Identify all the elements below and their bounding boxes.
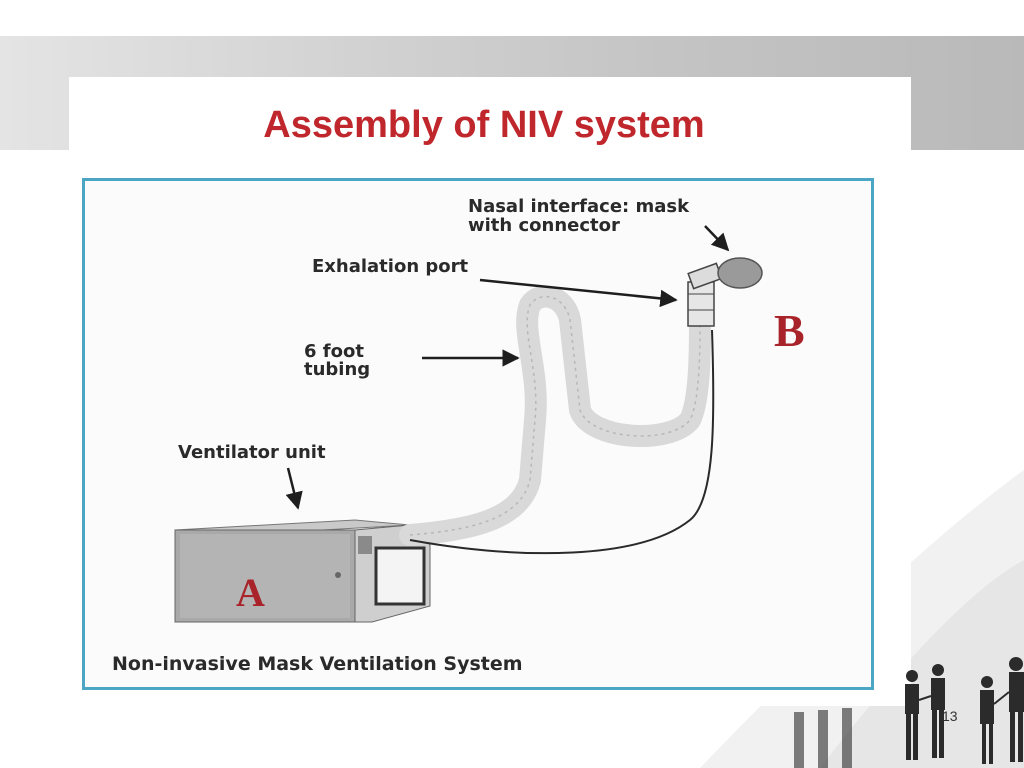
label-nasal-interface-1: Nasal interface: mask bbox=[468, 196, 690, 217]
slide-number: 13 bbox=[942, 708, 958, 724]
label-tubing-1: 6 foot bbox=[304, 341, 364, 362]
diagram-caption: Non-invasive Mask Ventilation System bbox=[112, 653, 523, 675]
label-nasal-interface-2: with connector bbox=[468, 215, 620, 236]
tubing bbox=[399, 285, 711, 546]
ventilator-unit bbox=[174, 519, 431, 623]
people-silhouettes bbox=[794, 657, 1024, 768]
pressure-line bbox=[409, 329, 715, 555]
arrow-nasal-interface bbox=[704, 225, 730, 252]
marker-a: A bbox=[236, 570, 265, 615]
marker-b: B bbox=[774, 305, 805, 356]
label-exhalation-port: Exhalation port bbox=[312, 256, 469, 277]
nasal-mask bbox=[717, 257, 763, 289]
arrow-exhalation-port bbox=[479, 278, 678, 308]
label-ventilator-unit: Ventilator unit bbox=[178, 442, 326, 463]
slide-title: Assembly of NIV system bbox=[263, 104, 705, 146]
mask-connector bbox=[687, 262, 723, 327]
arrow-ventilator-unit bbox=[285, 467, 303, 510]
label-tubing-2: tubing bbox=[304, 359, 370, 380]
